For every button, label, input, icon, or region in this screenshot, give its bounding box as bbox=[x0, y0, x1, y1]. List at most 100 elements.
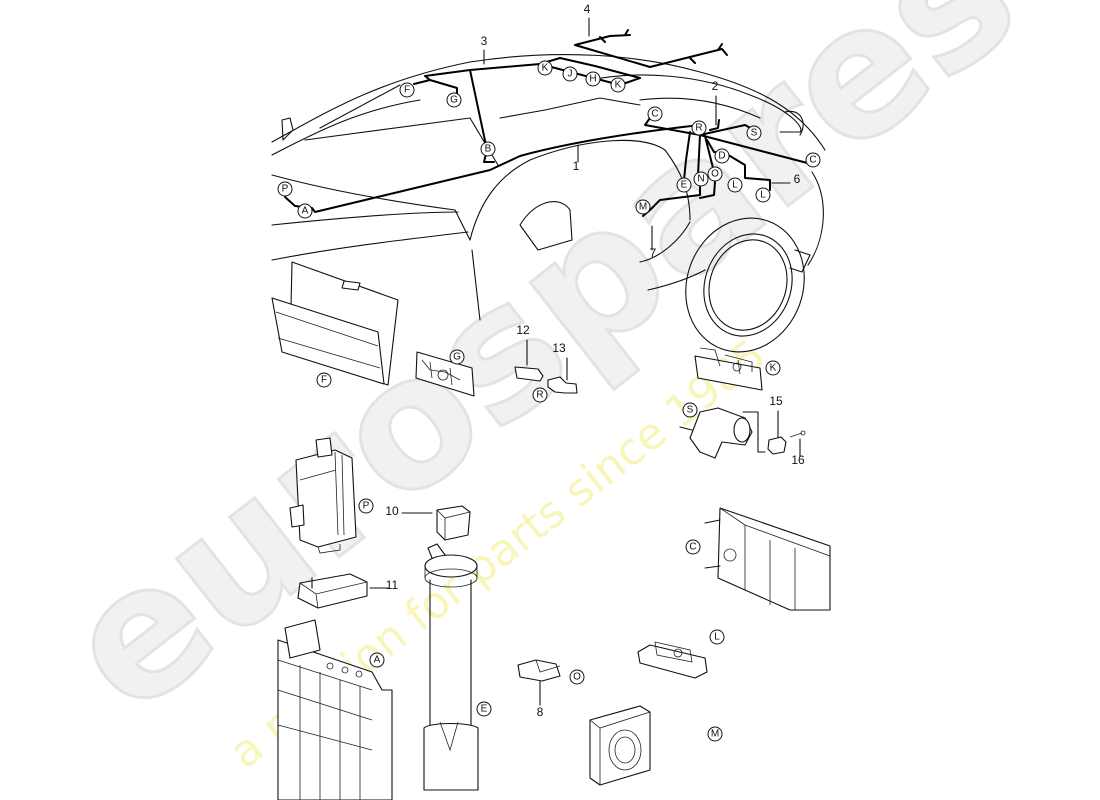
part-number-7: 7 bbox=[650, 246, 657, 260]
svg-text:E: E bbox=[681, 180, 688, 191]
callout-p: P bbox=[277, 181, 293, 197]
svg-text:O: O bbox=[573, 672, 581, 683]
svg-text:O: O bbox=[711, 169, 719, 180]
wiring-harness bbox=[284, 29, 816, 217]
callout-o: O bbox=[569, 669, 585, 685]
callout-k: K bbox=[765, 360, 781, 376]
part-number-10: 10 bbox=[385, 504, 399, 518]
callout-l: L bbox=[755, 187, 771, 203]
part-number-13: 13 bbox=[552, 341, 566, 355]
svg-text:A: A bbox=[302, 206, 309, 217]
callout-h: H bbox=[585, 71, 601, 87]
svg-text:B: B bbox=[485, 144, 492, 155]
callout-c: C bbox=[805, 152, 821, 168]
part-C-bracket bbox=[704, 507, 831, 611]
part-13-connector bbox=[547, 376, 578, 394]
callout-l: L bbox=[727, 177, 743, 193]
part-11-relay-box bbox=[297, 573, 368, 609]
part-number-16: 16 bbox=[791, 453, 805, 467]
part-number-2: 2 bbox=[712, 79, 719, 93]
callout-k: K bbox=[610, 77, 626, 93]
svg-text:C: C bbox=[809, 155, 816, 166]
svg-text:R: R bbox=[695, 123, 702, 134]
car-body-outline bbox=[271, 53, 826, 353]
leader-lines bbox=[369, 17, 801, 706]
svg-text:S: S bbox=[751, 128, 758, 139]
part-E-fuel-sender bbox=[423, 543, 479, 791]
callout-n: N bbox=[693, 171, 709, 187]
svg-text:F: F bbox=[321, 375, 327, 386]
callout-b: B bbox=[480, 141, 496, 157]
callout-a: A bbox=[369, 652, 385, 668]
svg-text:K: K bbox=[542, 63, 549, 74]
callout-r: R bbox=[532, 387, 548, 403]
svg-text:K: K bbox=[770, 363, 777, 374]
callout-s: S bbox=[682, 402, 698, 418]
svg-text:S: S bbox=[687, 405, 694, 416]
svg-text:L: L bbox=[760, 190, 766, 201]
svg-text:M: M bbox=[711, 729, 719, 740]
svg-text:F: F bbox=[404, 85, 410, 96]
svg-text:P: P bbox=[363, 501, 370, 512]
svg-text:L: L bbox=[714, 632, 720, 643]
callout-e: E bbox=[676, 177, 692, 193]
callout-a: A bbox=[297, 203, 313, 219]
part-M-clockspring bbox=[589, 705, 651, 786]
part-number-1: 1 bbox=[573, 159, 580, 173]
part-number-12: 12 bbox=[516, 323, 530, 337]
part-number-6: 6 bbox=[794, 172, 801, 186]
callout-s: S bbox=[746, 125, 762, 141]
callout-m: M bbox=[707, 726, 723, 742]
svg-text:N: N bbox=[697, 174, 704, 185]
part-K-lamp bbox=[694, 347, 763, 391]
callout-r: R bbox=[691, 120, 707, 136]
part-number-8: 8 bbox=[537, 705, 544, 719]
callout-c: C bbox=[647, 106, 663, 122]
svg-text:K: K bbox=[615, 80, 622, 91]
part-S-motor bbox=[679, 407, 753, 459]
part-12-plug bbox=[514, 366, 544, 382]
callout-j: J bbox=[562, 66, 578, 82]
part-number-3: 3 bbox=[481, 34, 488, 48]
part-8-connector bbox=[517, 659, 561, 682]
part-15-housing bbox=[767, 436, 787, 455]
part-L-lamp bbox=[637, 641, 708, 679]
part-F-storage-box bbox=[271, 261, 399, 386]
svg-text:L: L bbox=[732, 180, 738, 191]
part-16-pin bbox=[789, 430, 806, 438]
svg-text:G: G bbox=[450, 95, 458, 106]
svg-text:J: J bbox=[568, 69, 573, 80]
callout-g: G bbox=[446, 92, 462, 108]
svg-text:E: E bbox=[481, 704, 488, 715]
part-number-11: 11 bbox=[386, 578, 399, 592]
part-number-4: 4 bbox=[584, 2, 591, 16]
part-P-control-unit bbox=[289, 437, 357, 554]
callout-f: F bbox=[399, 82, 415, 98]
part-number-15: 15 bbox=[769, 394, 783, 408]
callout-c: C bbox=[685, 539, 701, 555]
svg-text:C: C bbox=[689, 542, 696, 553]
callout-g: G bbox=[449, 349, 465, 365]
callout-k: K bbox=[537, 60, 553, 76]
svg-text:M: M bbox=[639, 202, 647, 213]
svg-text:H: H bbox=[589, 74, 596, 85]
svg-text:P: P bbox=[282, 184, 289, 195]
svg-text:R: R bbox=[536, 390, 543, 401]
callout-l: L bbox=[709, 629, 725, 645]
callout-e: E bbox=[476, 701, 492, 717]
svg-text:D: D bbox=[718, 151, 725, 162]
part-A-fuse-panel bbox=[277, 619, 393, 800]
callout-f: F bbox=[316, 372, 332, 388]
part-10-cap bbox=[436, 505, 471, 541]
callout-d: D bbox=[714, 148, 730, 164]
svg-text:G: G bbox=[453, 352, 461, 363]
svg-text:A: A bbox=[374, 655, 381, 666]
part-G-lamp bbox=[415, 351, 475, 397]
callout-m: M bbox=[635, 199, 651, 215]
callout-o: O bbox=[707, 166, 723, 182]
callout-p: P bbox=[358, 498, 374, 514]
